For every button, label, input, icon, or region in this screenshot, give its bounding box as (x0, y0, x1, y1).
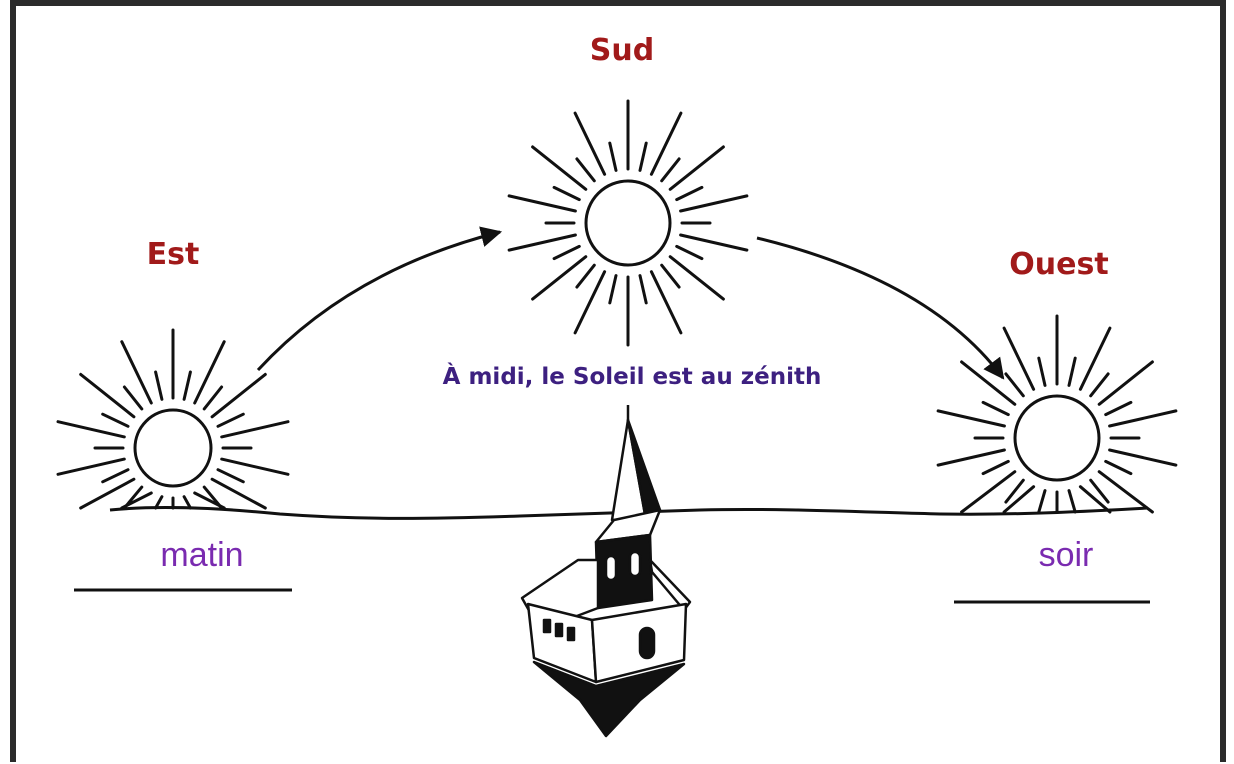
arrow-icon-south-to-west (757, 238, 1003, 378)
sun-ray (124, 387, 141, 409)
sun-ray (1069, 491, 1075, 512)
sun-ray (222, 422, 288, 437)
sun-ray (122, 342, 152, 403)
sun-ray (681, 235, 747, 250)
sun-ray (651, 113, 681, 174)
sun-ray (677, 187, 702, 199)
sun-ray (58, 422, 124, 437)
sun-ray (1091, 374, 1108, 396)
sun-ray (81, 479, 134, 508)
sun-ray (1099, 472, 1152, 512)
sun-ray (962, 472, 1015, 512)
sun-ray (575, 113, 605, 174)
sun-disc (1015, 396, 1099, 480)
sun-ray (670, 257, 723, 299)
label-south: Sud (590, 33, 654, 68)
sun-ray (218, 470, 243, 482)
sun-ray (1004, 328, 1034, 389)
caption-zenith: À midi, le Soleil est au zénith (443, 362, 822, 390)
sun-ray (1069, 358, 1075, 385)
sun-ray (212, 479, 265, 508)
sun-disc (135, 410, 211, 486)
sun-ray (938, 411, 1004, 426)
sun-ray (938, 450, 1004, 465)
church-icon (522, 405, 690, 736)
sun-ray (58, 459, 124, 474)
sun-ray (610, 276, 616, 303)
sun-icon-east (58, 330, 288, 508)
sun-ray (195, 342, 225, 403)
sun-ray (1106, 402, 1131, 414)
sun-ray (681, 196, 747, 211)
sun-ray (677, 246, 702, 258)
label-west: Ouest (1009, 247, 1108, 282)
sun-ray (218, 414, 243, 426)
sun-disc (586, 181, 670, 265)
sun-ray (1039, 358, 1045, 385)
sun-ray (962, 362, 1015, 404)
sun-ray (222, 459, 288, 474)
sun-ray (509, 235, 575, 250)
sun-ray (212, 374, 265, 416)
arrow-icon-east-to-south (258, 232, 500, 370)
sun-ray (651, 272, 681, 333)
sun-ray (577, 265, 594, 287)
sun-ray (533, 147, 586, 189)
sun-ray (577, 159, 594, 181)
sun-ray (554, 187, 579, 199)
sun-ray (640, 276, 646, 303)
sun-ray (103, 470, 128, 482)
sun-ray (103, 414, 128, 426)
sun-ray (662, 159, 679, 181)
sun-ray (1080, 328, 1110, 389)
sun-ray (1110, 411, 1176, 426)
sun-ray (1110, 450, 1176, 465)
label-evening: soir (1039, 536, 1094, 574)
sun-ray (662, 265, 679, 287)
sun-ray (670, 147, 723, 189)
sun-ray (156, 372, 162, 399)
sun-ray (640, 143, 646, 170)
sun-ray (184, 372, 190, 399)
sun-ray (1039, 491, 1045, 512)
sun-icon-south (509, 101, 747, 345)
sun-ray (983, 402, 1008, 414)
sun-ray (983, 461, 1008, 473)
sun-ray (1099, 362, 1152, 404)
sun-ray (554, 246, 579, 258)
sun-ray (204, 387, 221, 409)
sun-ray (533, 257, 586, 299)
sun-ray (1106, 461, 1131, 473)
sun-ray (1006, 374, 1023, 396)
sun-ray (509, 196, 575, 211)
sun-ray (610, 143, 616, 170)
sun-ray (575, 272, 605, 333)
label-morning: matin (160, 536, 243, 574)
label-east: Est (147, 237, 200, 272)
sun-ray (81, 374, 134, 416)
